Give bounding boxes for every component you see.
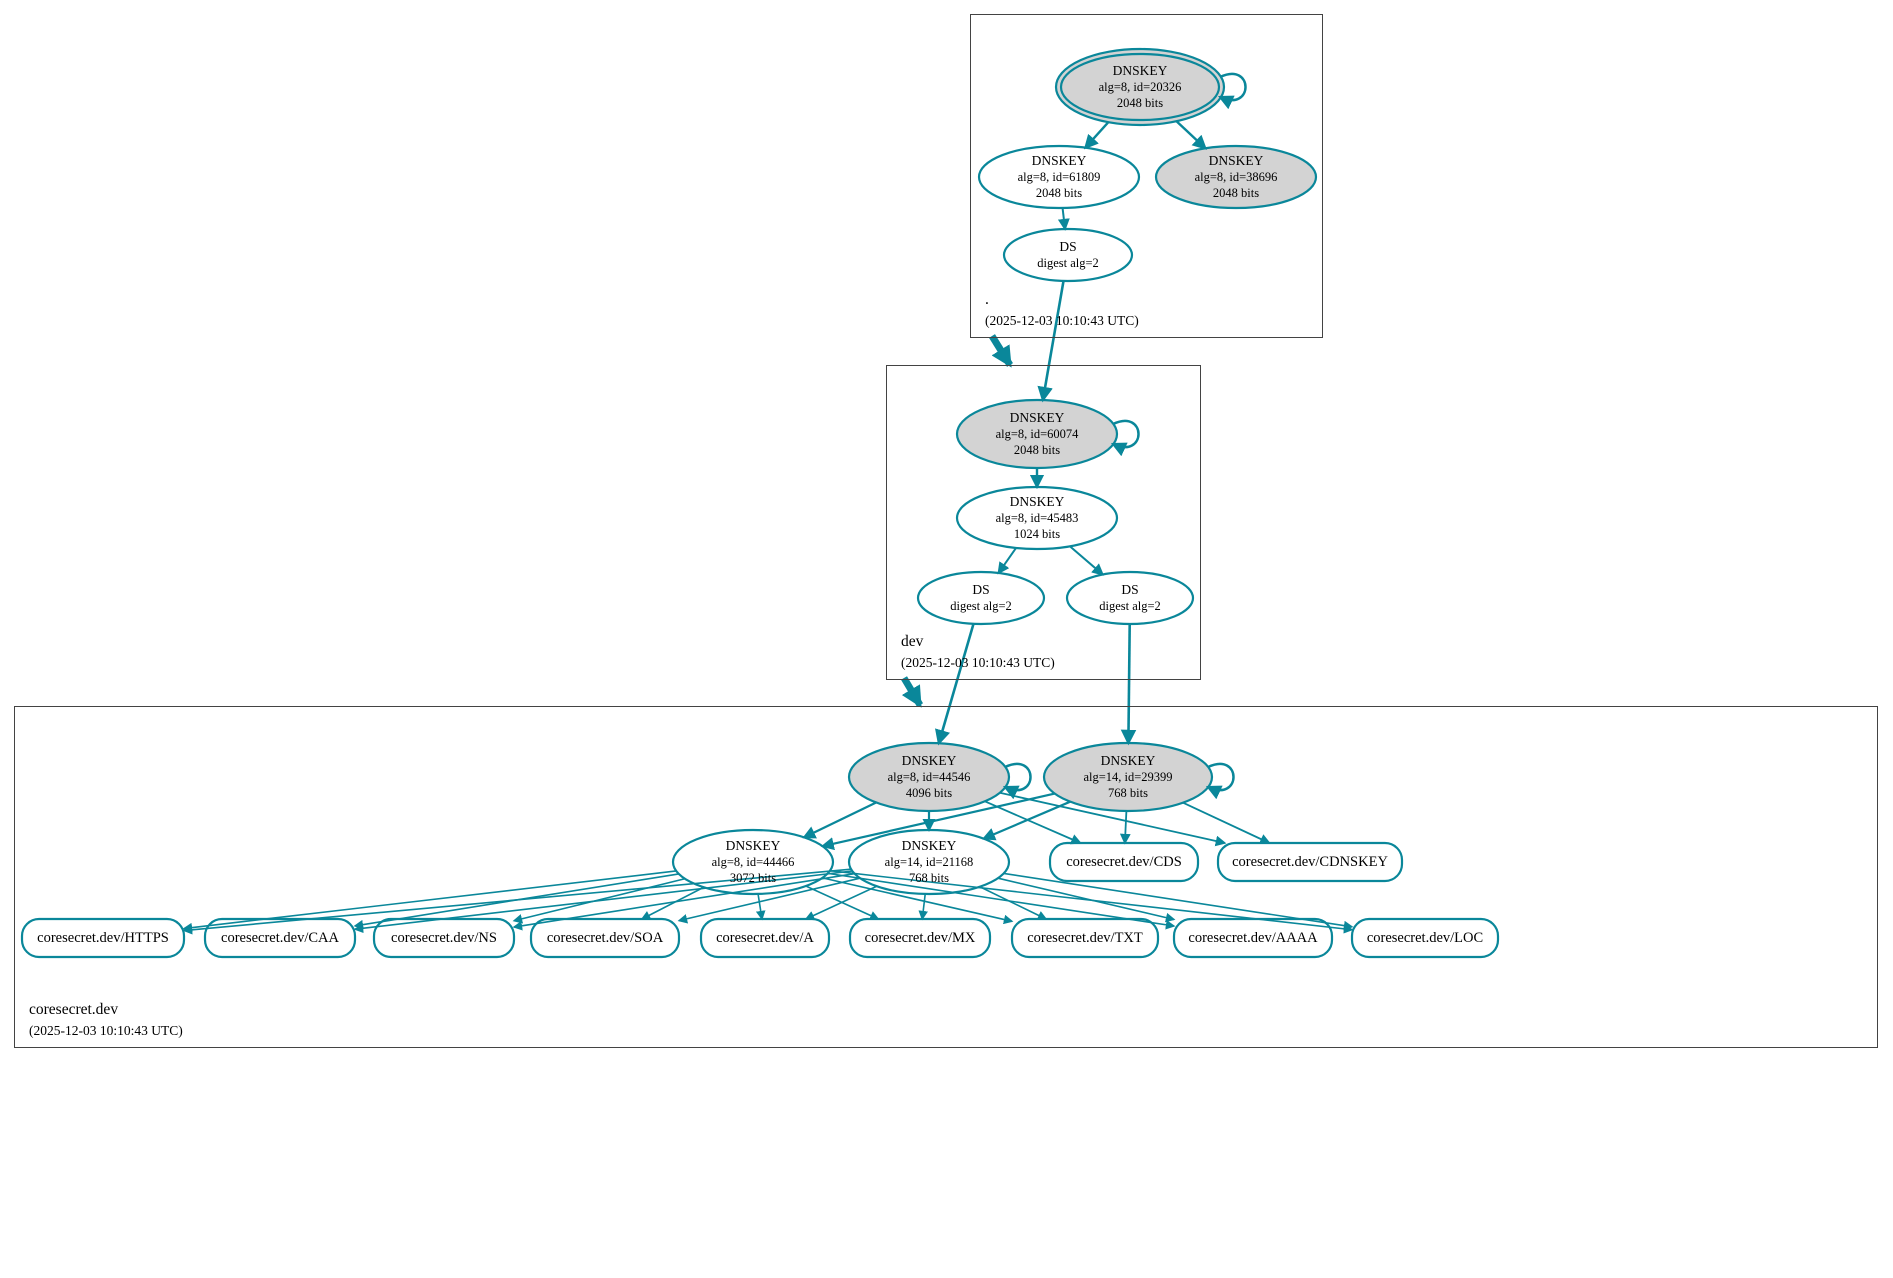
zone-name-coresecret-dev: coresecret.dev [29,1001,119,1018]
zone-box-coresecret-dev: coresecret.dev (2025-12-03 10:10:43 UTC) [14,706,1878,1048]
zone-name-root: . [985,291,989,308]
zone-timestamp-root: (2025-12-03 10:10:43 UTC) [985,313,1139,328]
zone-name-dev: dev [901,633,924,650]
zone-box-root: . (2025-12-03 10:10:43 UTC) [970,14,1323,338]
zone-timestamp-dev: (2025-12-03 10:10:43 UTC) [901,655,1055,670]
zone-box-dev: dev (2025-12-03 10:10:43 UTC) [886,365,1201,680]
zone-timestamp-coresecret-dev: (2025-12-03 10:10:43 UTC) [29,1023,183,1038]
